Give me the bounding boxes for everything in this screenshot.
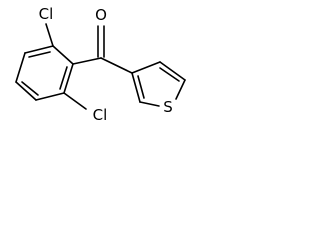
atom-label-chlorine-bottom: Cl	[93, 106, 108, 124]
ring-bond-c3-c4	[15, 52, 26, 83]
ring-bond-c1-c2	[52, 45, 74, 65]
ring-double-bond-c2-c3	[28, 51, 51, 58]
bond-c6-cl-bottom	[63, 92, 87, 110]
thiophene-bond-c3-c2	[131, 72, 141, 103]
bond-ring-to-carbonyl	[72, 57, 102, 65]
thiophene-double-bond-c5-c4	[159, 67, 180, 82]
thiophene-bond-c2-s	[139, 101, 160, 107]
atom-label-chlorine-top: Cl	[39, 5, 54, 23]
atom-label-sulfur: S	[163, 98, 173, 116]
ring-bond-c6-c1	[63, 63, 74, 94]
thiophene-bond-c4-c3	[131, 61, 161, 74]
thiophene-bond-c5-c4	[159, 61, 186, 81]
chemical-structure-diagram: O Cl Cl S	[15, 5, 186, 124]
atom-label-oxygen: O	[95, 6, 107, 24]
ring-double-bond-c4-c5	[21, 81, 39, 96]
thiophene-double-bond-c3-c2	[137, 75, 145, 99]
bond-c2-cl-top	[45, 23, 54, 47]
ring-double-bond-c6-c1	[59, 66, 68, 90]
bond-carbonyl-to-thiophene	[100, 57, 133, 74]
ring-bond-c2-c3	[24, 45, 54, 54]
ring-bond-c4-c5	[15, 81, 37, 101]
ring-bond-c5-c6	[35, 92, 65, 101]
thiophene-ring	[131, 61, 186, 107]
thiophene-bond-s-c5	[175, 79, 186, 100]
benzene-ring	[15, 45, 74, 101]
